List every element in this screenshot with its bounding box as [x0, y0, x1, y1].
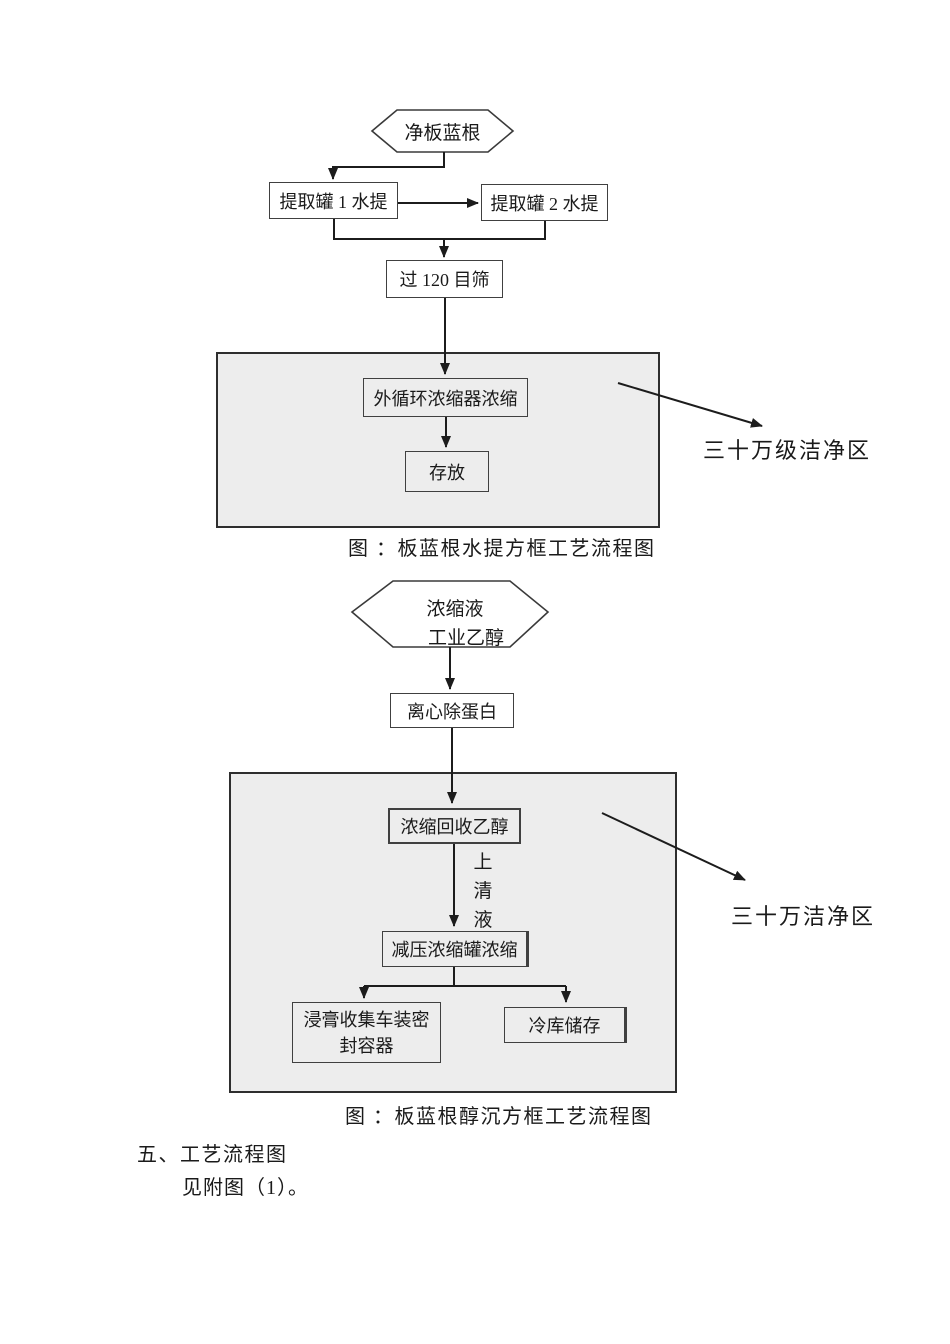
process-box-recover-ethanol: 浓缩回收乙醇: [388, 808, 521, 844]
hexagon-label-industrial-ethanol: 工业乙醇: [427, 628, 504, 649]
clean-area-label-1: 三十万级洁净区: [703, 438, 872, 463]
body-text: 见附图（1）。: [182, 1177, 309, 1199]
connector-extract-merge: [333, 219, 546, 240]
process-box-extract-tank-2: 提取罐 2 水提: [481, 184, 608, 221]
arrow-hexagon-to-extract1: [328, 152, 445, 180]
process-box-centrifuge: 离心除蛋白: [390, 693, 514, 728]
clean-area-label-2: 三十万洁净区: [731, 904, 876, 929]
process-box-extract-tank-1: 提取罐 1 水提: [269, 182, 398, 219]
process-box-extract-collection-line1: 浸膏收集车装密: [303, 1009, 430, 1030]
figure-caption-2: 图 ：板蓝根醇沉方框工艺流程图: [345, 1106, 653, 1128]
process-box-storage: 存放: [405, 451, 489, 492]
process-box-cold-storage: 冷库储存: [504, 1007, 627, 1043]
figure-caption-1: 图 ：板蓝根水提方框工艺流程图: [348, 538, 656, 560]
process-box-sieve: 过 120 目筛: [386, 260, 503, 298]
section-heading: 五、工艺流程图: [137, 1144, 288, 1166]
process-box-vacuum-concentration: 减压浓缩罐浓缩: [382, 931, 529, 967]
process-box-extract-collection-line2: 封容器: [339, 1035, 394, 1056]
process-box-extract-collection: 浸膏收集车装密 封容器: [292, 1002, 441, 1063]
process-box-concentrator: 外循环浓缩器浓缩: [363, 378, 528, 417]
flow-label-supernatant: 上清液: [473, 852, 493, 931]
hexagon-label-concentrate: 浓缩液: [426, 599, 484, 620]
hexagon-label-raw-material: 净板蓝根: [404, 122, 481, 144]
